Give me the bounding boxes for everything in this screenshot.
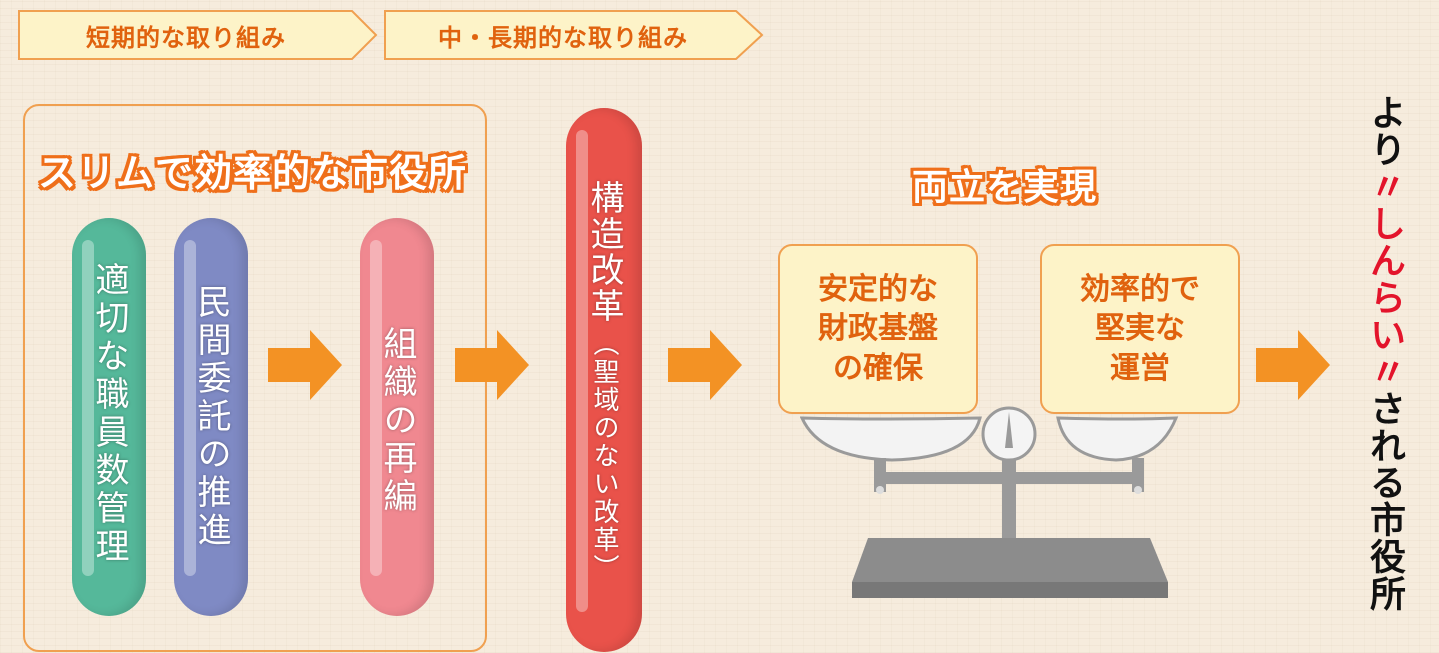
arrow-right-icon bbox=[455, 330, 529, 400]
balance-scale-icon bbox=[800, 406, 1179, 598]
conclusion-close-quote: 〃 bbox=[1364, 353, 1405, 390]
structural-reform-sub: （聖域のない改革） bbox=[589, 330, 619, 582]
conclusion-text: より〃しんらい〃される市役所 bbox=[1364, 94, 1405, 612]
pill-staff-management: 適切な職員数管理 bbox=[72, 218, 146, 616]
tab-short-term: 短期的な取り組み bbox=[18, 10, 378, 60]
conclusion-post: される市役所 bbox=[1364, 390, 1405, 612]
tab-mid-long-term: 中・長期的な取り組み bbox=[384, 10, 764, 60]
pill-staff-management-label: 適切な職員数管理 bbox=[89, 262, 129, 566]
slim-city-hall-title: スリムで効率的な市役所 bbox=[38, 151, 468, 195]
structural-reform-label: 構造改革 bbox=[584, 180, 624, 324]
tab-short-term-label: 短期的な取り組み bbox=[86, 23, 286, 52]
box-stable-finance: 安定的な 財政基盤 の確保 bbox=[778, 244, 978, 414]
arrow-right-icon bbox=[1256, 330, 1330, 400]
pill-reorganization-label: 組織の再編 bbox=[377, 326, 417, 516]
chevron-tab-shape bbox=[384, 10, 764, 60]
conclusion-open-quote: 〃 bbox=[1364, 168, 1405, 205]
chevron-tab-shape bbox=[18, 10, 378, 60]
tab-mid-long-term-label: 中・長期的な取り組み bbox=[438, 23, 688, 52]
arrow-right-icon bbox=[268, 330, 342, 400]
pill-outsourcing: 民間委託の推進 bbox=[174, 218, 248, 616]
box-efficient-operation: 効率的で 堅実な 運営 bbox=[1040, 244, 1240, 414]
pill-reorganization: 組織の再編 bbox=[360, 218, 434, 616]
pill-outsourcing-label: 民間委託の推進 bbox=[191, 284, 231, 550]
conclusion-highlight: しんらい bbox=[1364, 205, 1405, 353]
arrow-right-icon bbox=[668, 330, 742, 400]
conclusion-pre: より bbox=[1364, 94, 1405, 168]
balance-title: 両立を実現 bbox=[912, 167, 1098, 208]
pill-structural-reform: 構造改革 （聖域のない改革） bbox=[566, 108, 642, 652]
